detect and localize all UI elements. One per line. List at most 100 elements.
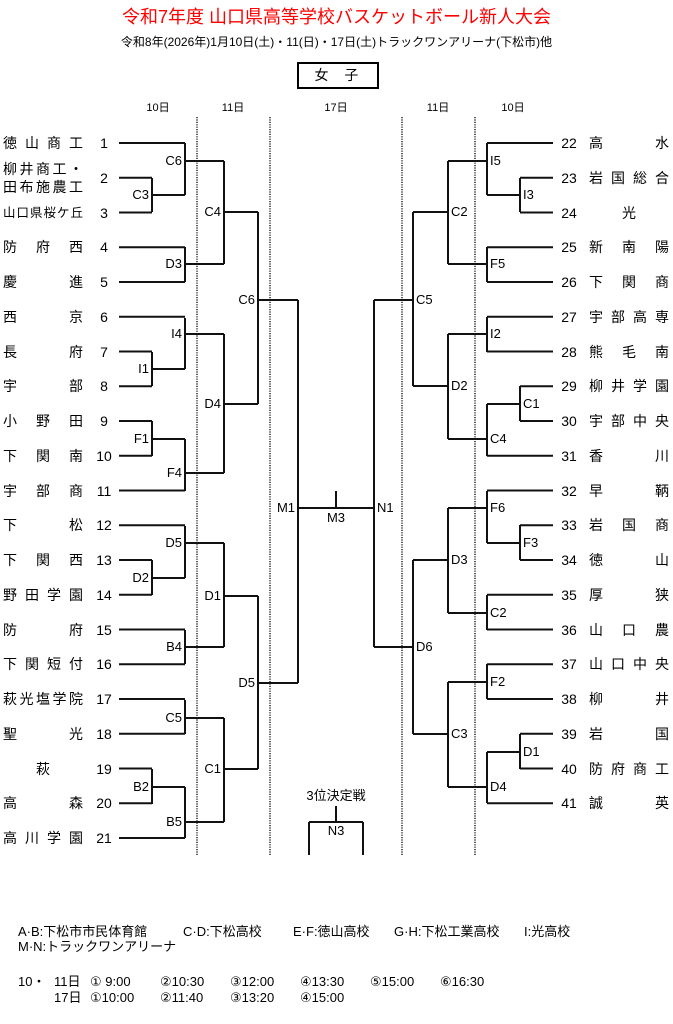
team-number: 35	[561, 586, 577, 603]
team-number: 14	[96, 586, 112, 603]
team-number: 38	[561, 691, 577, 707]
team-number: 28	[561, 343, 577, 360]
team-number: 25	[561, 239, 577, 256]
team-number: 1	[100, 135, 108, 151]
schedule-slot: ③13:20	[230, 990, 275, 1005]
match-label: C4	[490, 431, 507, 446]
match-label: B2	[133, 779, 149, 794]
team-name: 山口中央	[589, 656, 669, 673]
schedule-slot: ④15:00	[300, 990, 345, 1005]
team-number: 31	[561, 447, 577, 464]
match-label: C4	[204, 204, 221, 219]
team-number: 22	[561, 135, 577, 151]
schedule-days-prefix: 10・	[18, 974, 46, 989]
team-name: 徳山商工	[3, 135, 83, 151]
match-label: B5	[166, 814, 182, 829]
team-name: 香川	[589, 447, 669, 464]
team-name: 岩国総合	[589, 169, 669, 186]
team-number: 12	[96, 517, 112, 534]
day-label-left-round2: 11日	[221, 102, 245, 114]
schedule-slot: ⑥16:30	[440, 974, 485, 989]
schedule-slot: ⑤15:00	[370, 974, 415, 989]
schedule-slot: ④13:30	[300, 974, 345, 989]
team-number: 13	[96, 552, 112, 568]
team-name: 岩国商	[589, 517, 669, 534]
team-name: 宇部商	[3, 482, 83, 499]
team-number: 39	[561, 725, 577, 742]
match-label: C1	[204, 761, 221, 776]
match-label: D5	[238, 675, 255, 690]
team-name: 光	[622, 204, 636, 221]
team-name: 西京	[3, 308, 83, 325]
team-number: 41	[561, 795, 577, 812]
match-label: I3	[523, 187, 534, 202]
team-name: 聖光	[3, 725, 83, 742]
team-name: 防府西	[3, 239, 83, 256]
team-name: 宇部	[3, 378, 83, 395]
match-label: D2	[451, 378, 468, 393]
match-label: D2	[132, 570, 149, 585]
team-number: 19	[96, 760, 112, 777]
venue-entry: I:光高校	[524, 924, 571, 939]
team-name: 防府	[3, 621, 83, 638]
match-label: D1	[523, 744, 540, 759]
match-label: C6	[238, 292, 255, 307]
match-label: C2	[451, 204, 468, 219]
third-place-title: 3位決定戦	[306, 788, 366, 803]
team-number: 37	[561, 656, 577, 673]
match-label: C6	[165, 153, 182, 168]
match-label: D3	[165, 256, 182, 271]
match-label: D5	[165, 535, 182, 550]
match-label: C5	[416, 292, 433, 307]
team-name: 萩光塩学院	[3, 691, 83, 707]
match-label: C1	[523, 396, 540, 411]
match-label: D4	[204, 396, 221, 411]
team-name: 高水	[589, 135, 669, 151]
team-number: 2	[100, 169, 108, 186]
team-number: 4	[100, 239, 108, 256]
team-number: 40	[561, 760, 577, 777]
category-badge: 女 子	[297, 62, 379, 89]
team-number: 7	[100, 343, 108, 360]
team-number: 18	[96, 725, 112, 742]
team-number: 3	[100, 204, 108, 221]
team-name-line: 柳井商工・	[3, 160, 83, 177]
team-name: 下関南	[3, 447, 83, 464]
team-name: 高川学園	[3, 830, 83, 846]
team-name: 高森	[3, 795, 83, 812]
team-number: 23	[561, 169, 577, 186]
match-label: M1	[276, 500, 295, 515]
team-name: 防府商工	[589, 760, 669, 777]
match-label: D6	[416, 639, 433, 654]
team-name: 徳山	[589, 552, 669, 568]
team-name: 柳井	[589, 691, 669, 707]
match-label: C5	[165, 710, 182, 725]
event-dates-venue: 令和8年(2026年)1月10日(土)・11(日)・17日(土)トラックワンアリ…	[120, 35, 553, 49]
team-name: 宇部高専	[589, 308, 669, 325]
team-number: 34	[561, 552, 577, 568]
day-label-right-round2: 11日	[426, 102, 450, 114]
schedule-days: 11日	[54, 974, 81, 989]
team-number: 29	[561, 378, 577, 395]
team-number: 5	[100, 274, 108, 290]
match-label: D4	[490, 779, 507, 794]
match-label: F3	[523, 535, 539, 550]
schedule-days: 17日	[54, 990, 82, 1005]
team-name: 野田学園	[3, 586, 83, 603]
schedule-slot: ③12:00	[230, 974, 275, 989]
schedule-slot: ① 9:00	[90, 974, 131, 989]
team-name: 岩国	[589, 725, 669, 742]
team-name: 柳井学園	[589, 378, 669, 395]
team-name: 早鞆	[589, 482, 669, 499]
match-label: C3	[132, 187, 149, 202]
venue-entry: E·F:徳山高校	[293, 924, 370, 939]
final-match-label: M3	[326, 510, 346, 525]
team-name: 誠英	[589, 795, 669, 812]
match-label: D3	[451, 552, 468, 567]
match-label: I1	[138, 361, 149, 376]
day-label-right-round1: 10日	[501, 102, 525, 114]
team-name: 熊毛南	[589, 343, 669, 360]
team-name: 下関短付	[3, 656, 83, 673]
